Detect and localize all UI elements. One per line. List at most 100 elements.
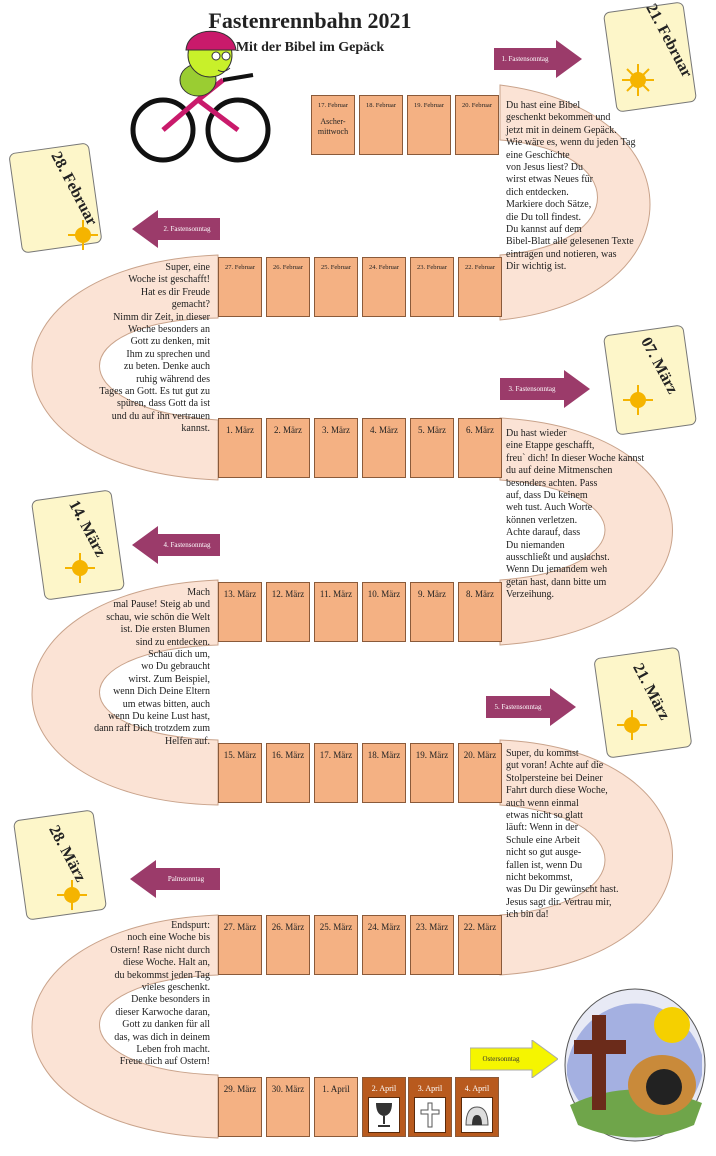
arrow-1-fastensonntag: 1. Fastensonntag [494,40,582,83]
arrow-ostersonntag: Ostersonntag [469,1039,559,1083]
day-label: 3. April [417,1084,443,1093]
day-label: 4. März [370,425,398,435]
day-label: 26. Februar [273,264,303,271]
arrow-3-fastensonntag: 3. Fastensonntag [500,370,590,413]
day-box-4-maerz[interactable]: 4. März [362,418,406,478]
day-box-10-maerz[interactable]: 10. März [362,582,406,642]
day-label: 19. Februar [414,102,444,109]
day-label: 12. März [271,589,305,599]
day-label: 9. März [418,589,446,599]
day-label: 22. März [463,922,497,932]
day-label: 19. März [415,750,449,760]
day-box-27-maerz[interactable]: 27. März [218,915,262,975]
day-box-11-maerz[interactable]: 11. März [314,582,358,642]
day-box-26-maerz[interactable]: 26. März [266,915,310,975]
scroll-date-2: 28. Februar [5,140,105,260]
day-label: 17. März [319,750,353,760]
day-box-29-maerz[interactable]: 29. März [218,1077,262,1137]
day-label: 1. April [322,1084,350,1094]
day-box-25-maerz[interactable]: 25. März [314,915,358,975]
day-box-17-maerz[interactable]: 17. März [314,743,358,803]
sun-icon [623,385,653,415]
day-label: 17. Februar [318,102,348,109]
scroll-date-6: 28. März [10,810,110,925]
easter-cross-illustration [564,988,706,1142]
day-label: 6. März [466,425,494,435]
day-label: 4. April [464,1084,490,1093]
day-label: 25. Februar [321,264,351,271]
sun-icon [617,710,647,740]
day-label: 2. April [371,1084,397,1093]
day-box-23-februar[interactable]: 23. Februar [410,257,454,317]
arrow-5-fastensonntag: 5. Fastensonntag [486,688,576,731]
day-label: 2. März [274,425,302,435]
day-box-24-maerz[interactable]: 24. März [362,915,406,975]
page-title: Fastenrennbahn 2021 [208,8,412,33]
day-box-3-april[interactable]: 3. April [408,1077,452,1137]
chalice-icon [368,1097,400,1133]
day-label: 20. Februar [462,102,492,109]
day-label: 24. März [367,922,401,932]
cross-icon [414,1097,446,1133]
day-box-22-februar[interactable]: 22. Februar [458,257,502,317]
day-label: 16. März [271,750,305,760]
text-week-6: Endspurt: noch eine Woche bis Ostern! Ra… [110,920,210,1068]
day-label: 1. März [226,425,254,435]
day-label: 18. März [367,750,401,760]
day-box-18-februar[interactable]: 18. Februar [359,95,403,155]
day-box-5-maerz[interactable]: 5. März [410,418,454,478]
day-label: 26. März [271,922,305,932]
day-box-2-april[interactable]: 2. April [362,1077,406,1137]
day-label: 30. März [271,1084,305,1094]
day-box-18-maerz[interactable]: 18. März [362,743,406,803]
day-box-6-maerz[interactable]: 6. März [458,418,502,478]
arrow-2-fastensonntag: 2. Fastensonntag [132,210,220,253]
arrow-palmsonntag: Palmsonntag [130,860,220,903]
day-box-20-februar[interactable]: 20. Februar [455,95,499,155]
day-box-22-maerz[interactable]: 22. März [458,915,502,975]
day-box-19-februar[interactable]: 19. Februar [407,95,451,155]
day-label: 15. März [223,750,257,760]
day-box-19-maerz[interactable]: 19. März [410,743,454,803]
day-box-9-maerz[interactable]: 9. März [410,582,454,642]
day-box-15-maerz[interactable]: 15. März [218,743,262,803]
day-box-27-februar[interactable]: 27. Februar [218,257,262,317]
day-box-13-maerz[interactable]: 13. März [218,582,262,642]
text-week-3: Du hast wieder eine Etappe geschafft, fr… [506,428,645,601]
scroll-date-4: 14. März [28,490,128,600]
sun-icon [65,553,95,583]
day-box-1-april[interactable]: 1. April [314,1077,358,1137]
day-box-12-maerz[interactable]: 12. März [266,582,310,642]
day-label: 23. Februar [417,264,447,271]
day-label: 20. März [463,750,497,760]
day-box-26-februar[interactable]: 26. Februar [266,257,310,317]
day-label: 5. März [418,425,446,435]
day-label: 27. Februar [225,264,255,271]
sun-icon [57,880,87,910]
sun-icon [68,220,98,250]
cyclist-illustration [130,30,271,163]
day-label: 24. Februar [369,264,399,271]
day-box-3-maerz[interactable]: 3. März [314,418,358,478]
scroll-date-3: 07. März [600,325,700,435]
text-week-2: Super, eine Woche ist geschafft! Hat es … [99,262,210,435]
arrow-4-fastensonntag: 4. Fastensonntag [132,526,220,569]
day-box-23-maerz[interactable]: 23. März [410,915,454,975]
day-box-4-april[interactable]: 4. April [455,1077,499,1137]
day-box-8-maerz[interactable]: 8. März [458,582,502,642]
day-box-20-maerz[interactable]: 20. März [458,743,502,803]
day-sublabel: Ascher- mittwoch [317,117,349,136]
day-label: 3. März [322,425,350,435]
day-box-1-maerz[interactable]: 1. März [218,418,262,478]
day-box-30-maerz[interactable]: 30. März [266,1077,310,1137]
day-box-25-februar[interactable]: 25. Februar [314,257,358,317]
day-label: 11. März [319,589,353,599]
day-box-17-februar[interactable]: 17. Februar Ascher- mittwoch [311,95,355,155]
day-label: 13. März [223,589,257,599]
day-box-2-maerz[interactable]: 2. März [266,418,310,478]
day-box-16-maerz[interactable]: 16. März [266,743,310,803]
day-label: 23. März [415,922,449,932]
day-label: 22. Februar [465,264,495,271]
day-box-24-februar[interactable]: 24. Februar [362,257,406,317]
